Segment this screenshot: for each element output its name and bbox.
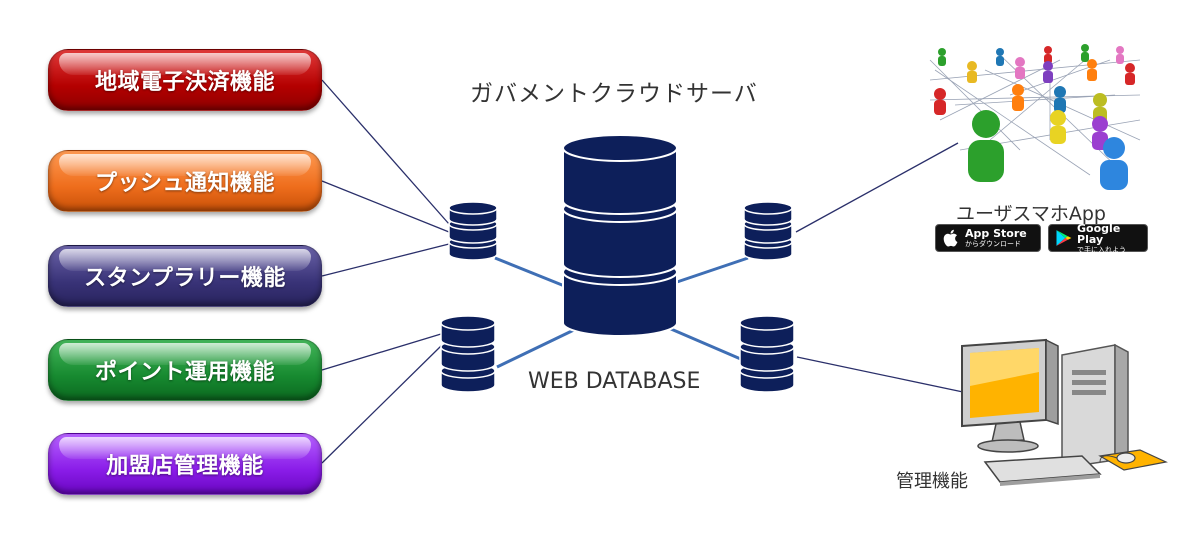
link-stamp-to-server	[321, 243, 450, 277]
admin-label: 管理機能	[896, 471, 968, 492]
link-server-bl-to-db	[496, 326, 579, 369]
feature-stamp-button[interactable]: スタンプラリー機能	[48, 245, 322, 307]
database-label: WEB DATABASE	[528, 369, 701, 394]
link-merchant-to-server	[321, 345, 442, 464]
google-play-main-text: Google Play	[1077, 221, 1121, 246]
link-push-to-server	[321, 180, 450, 233]
app-store-main-text: App Store	[965, 227, 1027, 240]
apple-icon	[943, 229, 958, 247]
play-icon	[1056, 230, 1072, 246]
app-store-sub-text: からダウンロード	[965, 240, 1021, 248]
link-server-to-app	[795, 142, 959, 233]
link-server-tr-to-db	[673, 256, 749, 285]
link-server-tl-to-db	[494, 256, 573, 291]
user-network-icon	[929, 44, 1141, 190]
server-bottom-right-icon	[739, 315, 795, 393]
server-bottom-left-icon	[440, 315, 496, 393]
feature-payment-label: 地域電子決済機能	[94, 70, 275, 95]
google-play-badge[interactable]: Google Play で手に入れよう	[1048, 221, 1148, 254]
feature-push-label: プッシュ通知機能	[94, 171, 275, 196]
link-server-br-to-db	[663, 324, 744, 362]
server-top-right-icon	[743, 201, 793, 261]
server-top-left-icon	[448, 201, 498, 261]
desktop-computer-icon	[961, 338, 1168, 486]
central-database-icon	[562, 134, 678, 337]
feature-stamp-label: スタンプラリー機能	[84, 266, 286, 291]
app-label: ユーザスマホApp	[956, 203, 1106, 225]
link-server-to-admin	[796, 356, 964, 393]
link-payment-to-server	[321, 79, 450, 225]
link-point-to-server	[321, 333, 442, 371]
server-title: ガバメントクラウドサーバ	[470, 81, 758, 107]
app-store-badge[interactable]: App Store からダウンロード	[935, 224, 1041, 252]
feature-merchant-button[interactable]: 加盟店管理機能	[48, 433, 322, 495]
feature-point-label: ポイント運用機能	[94, 360, 275, 385]
google-play-sub-text: で手に入れよう	[1077, 245, 1127, 254]
feature-point-button[interactable]: ポイント運用機能	[48, 339, 322, 401]
feature-payment-button[interactable]: 地域電子決済機能	[48, 49, 322, 111]
feature-push-button[interactable]: プッシュ通知機能	[48, 150, 322, 212]
feature-merchant-label: 加盟店管理機能	[106, 454, 264, 479]
